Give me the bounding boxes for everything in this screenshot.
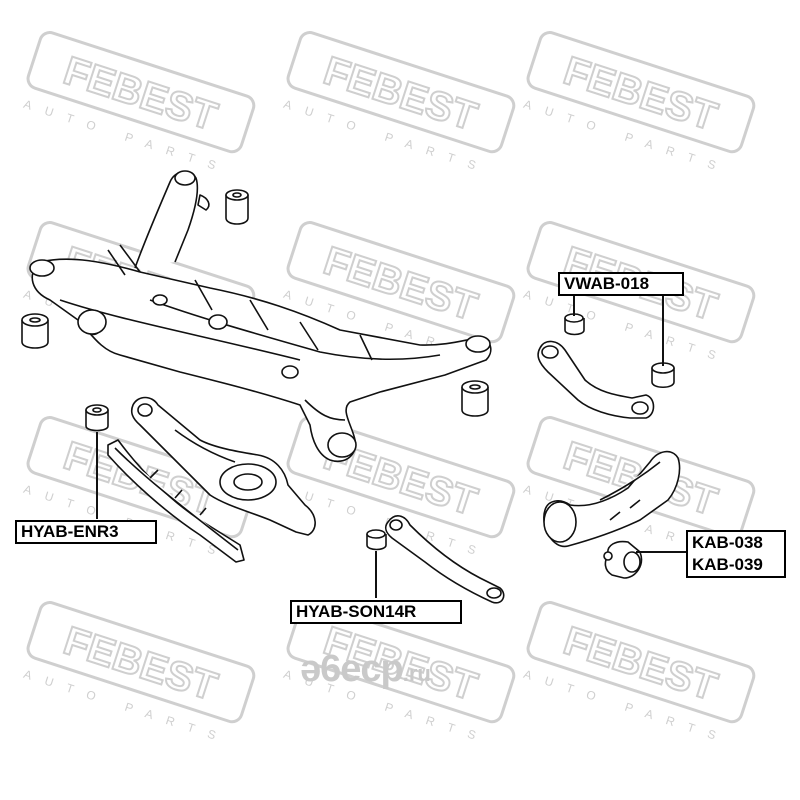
label-kab-038: KAB-038 <box>692 533 763 552</box>
knuckle-bushing <box>603 540 643 579</box>
site-logo-name: ə6ecp <box>300 648 404 690</box>
subframe-bushing-left <box>21 313 49 349</box>
leader-lines <box>96 296 688 598</box>
watermark-frame <box>526 31 756 154</box>
watermark-frame <box>526 221 756 344</box>
subframe-bushing-top <box>225 189 249 225</box>
camber-arm-bushing-large <box>651 362 675 389</box>
watermark-frame <box>526 601 756 724</box>
watermark-frame <box>26 601 256 724</box>
label-hyab-enr3: HYAB-ENR3 <box>15 520 157 544</box>
upper-arm-bushing <box>366 529 387 551</box>
label-kab-group: KAB-038 KAB-039 <box>686 530 786 578</box>
camber-arm-bushing-small <box>564 313 585 336</box>
label-hyab-son14r: HYAB-SON14R <box>290 600 462 624</box>
label-vwab-018: VWAB-018 <box>558 272 684 296</box>
watermark-frame <box>26 31 256 154</box>
camber-arm <box>537 340 655 419</box>
watermark-frame <box>286 601 516 724</box>
lower-control-arm <box>130 396 316 536</box>
subframe-bushing-right <box>461 380 489 417</box>
rear-subframe <box>29 170 492 462</box>
label-kab-039: KAB-039 <box>692 555 763 574</box>
site-logo: ə6ecp.ru <box>300 648 431 691</box>
trailing-arm <box>107 439 245 563</box>
upper-control-arm <box>384 515 505 604</box>
trailing-arm-bushing <box>85 404 109 432</box>
watermark-frame <box>286 416 516 539</box>
knuckle-arm <box>543 450 681 548</box>
watermark-frame <box>286 221 516 344</box>
watermark-frame <box>286 31 516 154</box>
site-logo-tld: .ru <box>402 661 431 686</box>
